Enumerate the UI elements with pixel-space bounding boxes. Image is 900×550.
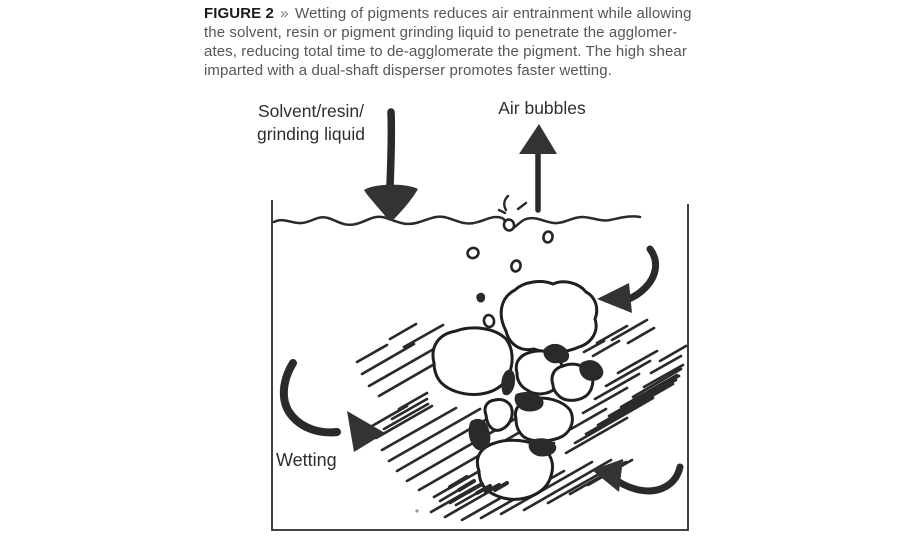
- caption-line-4: imparted with a dual-shaft disperser pro…: [204, 62, 612, 79]
- caption-separator: »: [280, 5, 289, 22]
- solvent-down-arrow: [364, 108, 418, 221]
- stray-dot: [415, 509, 419, 513]
- air-bubble: [510, 259, 522, 273]
- scribble-strokes: [448, 475, 509, 495]
- figure-caption: FIGURE 2 » Wetting of pigments reduces a…: [204, 4, 724, 80]
- shear-arrow-bottom-right: [592, 459, 684, 495]
- caption-line-1: FIGURE 2 » Wetting of pigments reduces a…: [204, 4, 724, 23]
- solvent-label-line2: grinding liquid: [257, 124, 365, 145]
- figure-label: FIGURE 2: [204, 5, 274, 22]
- wetting-arrow-left: [279, 359, 385, 452]
- air-bubble: [466, 246, 480, 260]
- liquid-surface-line: [272, 215, 642, 230]
- caption-line-2: the solvent, resin or pigment grinding l…: [204, 24, 678, 41]
- air-bubble: [476, 292, 486, 303]
- agglomerate-blob: [499, 280, 599, 354]
- caption-text: Wetting of pigments reduces air entrainm…: [295, 5, 692, 22]
- agglomerate-blob: [483, 398, 514, 432]
- shear-arrow-top-right: [597, 245, 660, 313]
- caption-line-3: ates, reducing total time to de-agglomer…: [204, 43, 687, 60]
- vessel-outline: [271, 200, 689, 531]
- solvent-label: Solvent/resin/ grinding liquid: [230, 100, 392, 146]
- agglomerate-gaps: [468, 343, 604, 457]
- surface-splash-marks: [497, 194, 528, 215]
- air-bubbles: [466, 218, 554, 329]
- air-bubbles-label: Air bubbles: [498, 98, 586, 118]
- air-bubbles-up-arrow: [519, 124, 557, 213]
- air-bubble: [542, 230, 554, 244]
- air-bubble: [482, 313, 496, 329]
- air-bubble: [502, 218, 516, 232]
- solvent-label-line1: Solvent/resin/: [257, 101, 365, 121]
- agglomerate-blob: [431, 326, 514, 396]
- wetting-label: Wetting: [276, 450, 337, 470]
